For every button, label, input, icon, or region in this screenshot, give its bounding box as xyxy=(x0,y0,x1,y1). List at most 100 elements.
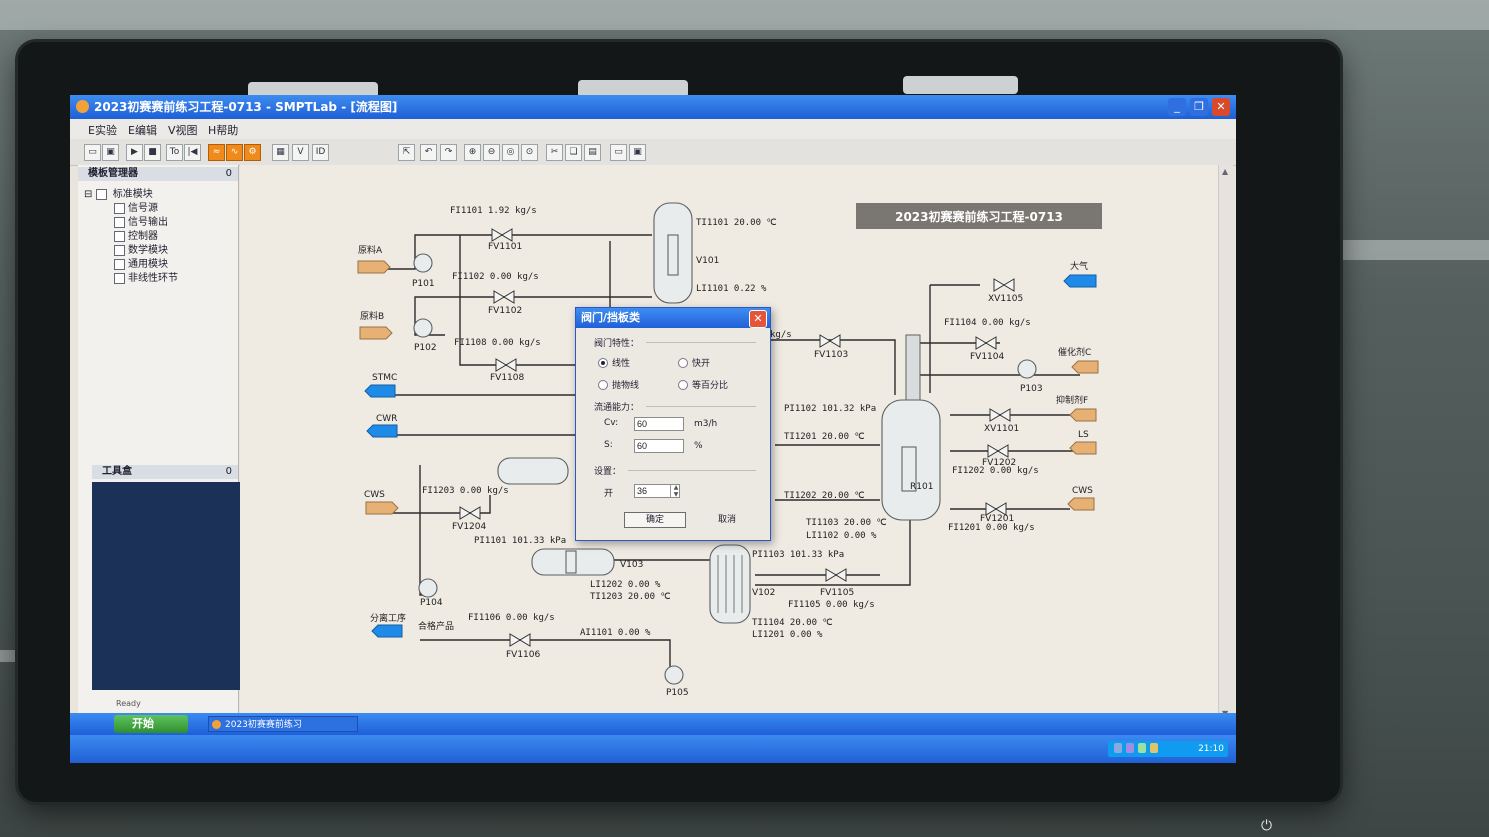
zoom-in-icon[interactable]: ⊕ xyxy=(464,144,481,161)
label-p101: P101 xyxy=(412,279,435,289)
network-icon[interactable] xyxy=(1114,743,1122,753)
v-button[interactable]: V xyxy=(292,144,309,161)
alarm-icon[interactable]: ⚙ xyxy=(244,144,261,161)
reading-fi1201: FI1201 0.00 kg/s xyxy=(948,523,1035,533)
tree-item[interactable]: 数学模块 xyxy=(114,241,168,256)
first-icon[interactable]: |◀ xyxy=(184,144,201,161)
clock: 21:10 xyxy=(1198,744,1224,754)
reading-pi1101: PI1101 101.33 kPa xyxy=(474,536,566,546)
option-label: 线性 xyxy=(612,359,631,369)
scroll-up-icon[interactable]: ▲ xyxy=(1222,167,1229,176)
radio-linear[interactable] xyxy=(598,358,608,368)
vessel-v102: V102 xyxy=(709,544,775,624)
radio-parabolic[interactable] xyxy=(598,380,608,390)
source-ls: LS xyxy=(1069,430,1097,455)
pump-p102 xyxy=(413,318,433,338)
pipe xyxy=(414,296,652,336)
zoom-out-icon[interactable]: ⊖ xyxy=(483,144,500,161)
run-icon[interactable]: ▶ xyxy=(126,144,143,161)
chart-icon[interactable]: ∿ xyxy=(226,144,243,161)
taskbar-item[interactable]: 2023初赛赛前练习 xyxy=(208,716,358,732)
save-icon[interactable]: ▣ xyxy=(102,144,119,161)
window-icon[interactable]: ▣ xyxy=(629,144,646,161)
label-v101: V101 xyxy=(696,256,719,266)
label-r101: R101 xyxy=(910,482,933,492)
cv-field[interactable] xyxy=(634,417,684,431)
pin-icon[interactable]: 0 xyxy=(225,168,232,179)
tree-root[interactable]: ⊟ 标准模块 xyxy=(84,185,153,200)
power-icon[interactable]: ⏻ xyxy=(1261,818,1273,834)
source-cws-left: CWS xyxy=(364,490,399,515)
tree-item[interactable]: 信号输出 xyxy=(114,213,168,228)
shield-icon[interactable] xyxy=(1126,743,1134,753)
flowchart-canvas[interactable]: 2023初赛赛前练习工程-0713 xyxy=(240,165,1218,720)
to-button[interactable]: To xyxy=(166,144,183,161)
undo-icon[interactable]: ↶ xyxy=(420,144,437,161)
reading-fi1105: FI1105 0.00 kg/s xyxy=(788,600,875,610)
menu-edit[interactable]: E编辑 xyxy=(128,124,157,137)
tree-item[interactable]: 控制器 xyxy=(114,227,158,242)
close-button[interactable]: ✕ xyxy=(1212,98,1230,116)
radio-quick-open[interactable] xyxy=(678,358,688,368)
radio-equal-percent[interactable] xyxy=(678,380,688,390)
pipe xyxy=(755,520,911,586)
module-icon xyxy=(114,202,125,214)
ok-button[interactable]: 确定 xyxy=(624,512,686,528)
menu-help[interactable]: H帮助 xyxy=(208,124,239,137)
label-product: 合格产品 xyxy=(418,620,454,632)
label-ls: LS xyxy=(1078,430,1089,440)
paste-icon[interactable]: ▤ xyxy=(584,144,601,161)
trend-icon[interactable]: ≈ xyxy=(208,144,225,161)
zoom-fit-icon[interactable]: ◎ xyxy=(502,144,519,161)
redo-icon[interactable]: ↷ xyxy=(440,144,457,161)
reading-fi1106: FI1106 0.00 kg/s xyxy=(468,613,555,623)
cut-icon[interactable]: ✂ xyxy=(546,144,563,161)
dialog-close-icon[interactable]: ✕ xyxy=(749,310,767,328)
tree-item-label: 信号源 xyxy=(128,203,158,214)
label-fv1103: FV1103 xyxy=(814,350,848,360)
cancel-button[interactable]: 取消 xyxy=(717,515,736,525)
reading-ti1101: TI1101 20.00 ℃ xyxy=(696,218,777,228)
pump-p105 xyxy=(664,665,684,685)
pin-icon[interactable]: 0 xyxy=(225,466,232,477)
reading-pi1102: PI1102 101.32 kPa xyxy=(784,404,876,414)
option-label: 快开 xyxy=(692,359,711,369)
id-button[interactable]: ID xyxy=(312,144,329,161)
copy-icon[interactable]: ❏ xyxy=(565,144,582,161)
module-icon xyxy=(114,216,125,228)
divider xyxy=(646,342,756,343)
stop-icon[interactable]: ■ xyxy=(144,144,161,161)
tree-item[interactable]: 信号源 xyxy=(114,199,158,214)
tree-item[interactable]: 通用模块 xyxy=(114,255,168,270)
table-icon[interactable]: ▦ xyxy=(272,144,289,161)
open-field[interactable] xyxy=(634,484,680,498)
menu-view[interactable]: V视图 xyxy=(168,124,198,137)
select-icon[interactable]: ⇱ xyxy=(398,144,415,161)
label-p103: P103 xyxy=(1020,384,1043,394)
volume-icon[interactable] xyxy=(1138,743,1146,753)
open-icon[interactable]: ▭ xyxy=(84,144,101,161)
valve-xv1105: XV1105 xyxy=(988,278,1023,304)
s-field[interactable] xyxy=(634,439,684,453)
screen: 2023初赛赛前练习工程-0713 - SMPTLab - [流程图] _ ❐ … xyxy=(70,95,1236,763)
pipe xyxy=(420,639,671,675)
label-separation: 分离工序 xyxy=(370,612,406,624)
spinner-arrows-icon[interactable]: ▲▼ xyxy=(670,484,681,498)
zoom-box-icon[interactable]: ⊙ xyxy=(521,144,538,161)
valve-xv1101: XV1101 xyxy=(984,408,1019,434)
start-button[interactable]: 开始 xyxy=(114,715,188,733)
collapse-icon[interactable]: ⊟ xyxy=(84,189,93,200)
vessel-v101: V101 xyxy=(653,202,719,304)
tree-item[interactable]: 非线性环节 xyxy=(114,269,178,284)
vertical-scrollbar[interactable]: ▲ ▼ xyxy=(1218,165,1233,720)
valve-fv1104: FV1104 xyxy=(970,336,1005,362)
minimize-button[interactable]: _ xyxy=(1168,98,1186,116)
window-icon[interactable]: ▭ xyxy=(610,144,627,161)
reading-pi1103: PI1103 101.33 kPa xyxy=(752,550,844,560)
restore-button[interactable]: ❐ xyxy=(1190,98,1208,116)
toolbox-title-text: 工具盒 xyxy=(102,466,132,477)
ime-icon[interactable] xyxy=(1150,743,1158,753)
pump-p101 xyxy=(413,253,433,273)
source-cws-right: CWS xyxy=(1067,486,1095,511)
menu-experiment[interactable]: E实验 xyxy=(88,124,117,137)
